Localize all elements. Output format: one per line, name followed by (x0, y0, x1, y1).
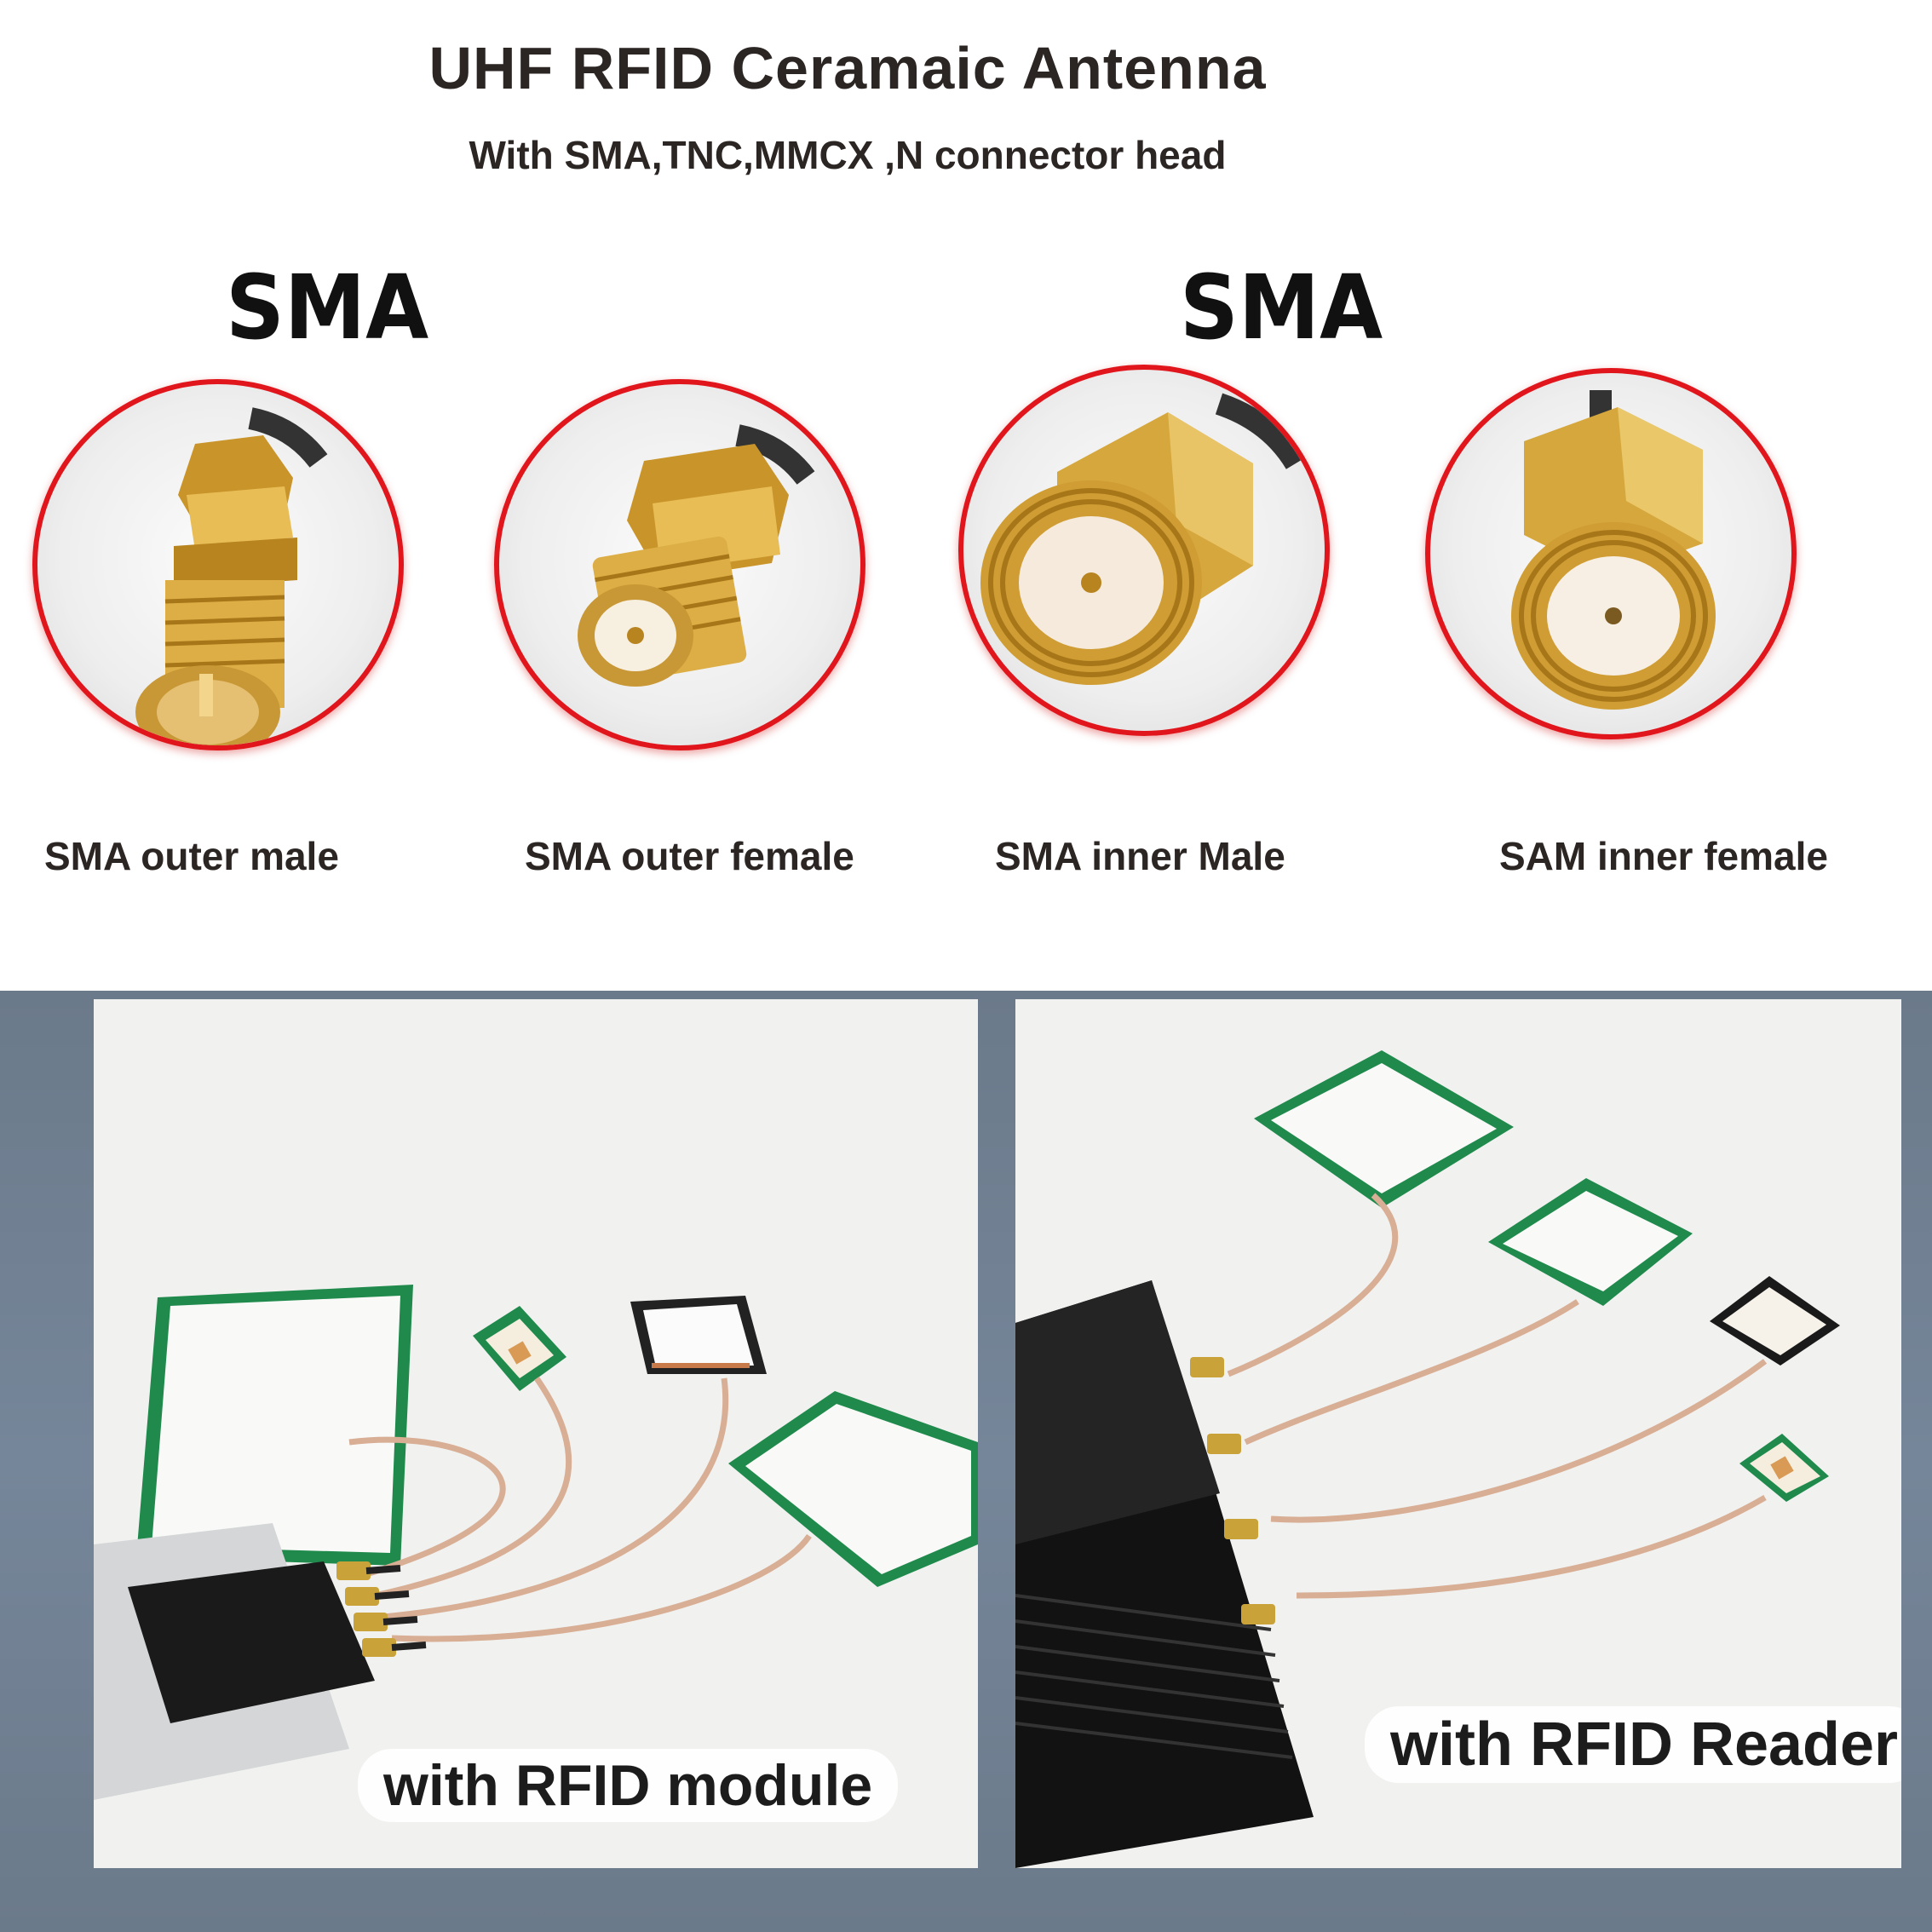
sma-inner-male-connector-photo (958, 365, 1330, 736)
rfid-reader-with-antennas-photo: with RFID Reader (1015, 999, 1901, 1868)
rfid-module-with-antennas-photo: with RFID module (94, 999, 978, 1868)
page-title: UHF RFID Ceramaic Antenna (428, 35, 1267, 101)
page-subtitle: With SMA,TNC,MMCX ,N connector head (469, 133, 1227, 177)
sma-group-label-right: SMA (1180, 256, 1383, 359)
sma-inner-female-connector-photo (1425, 368, 1797, 739)
application-photos-band: with RFID module (0, 991, 1932, 1932)
connector-caption-4: SAM inner female (1499, 834, 1828, 878)
connector-caption-2: SMA outer female (525, 834, 854, 878)
photo-caption-rfid-module: with RFID module (358, 1749, 899, 1822)
sma-group-label-left: SMA (226, 256, 429, 359)
sma-outer-male-connector-photo (32, 379, 404, 750)
connector-caption-1: SMA outer male (44, 834, 339, 878)
photo-caption-rfid-reader: with RFID Reader (1365, 1706, 1901, 1783)
sma-outer-female-connector-photo (494, 379, 865, 750)
connector-caption-3: SMA inner Male (995, 834, 1285, 878)
